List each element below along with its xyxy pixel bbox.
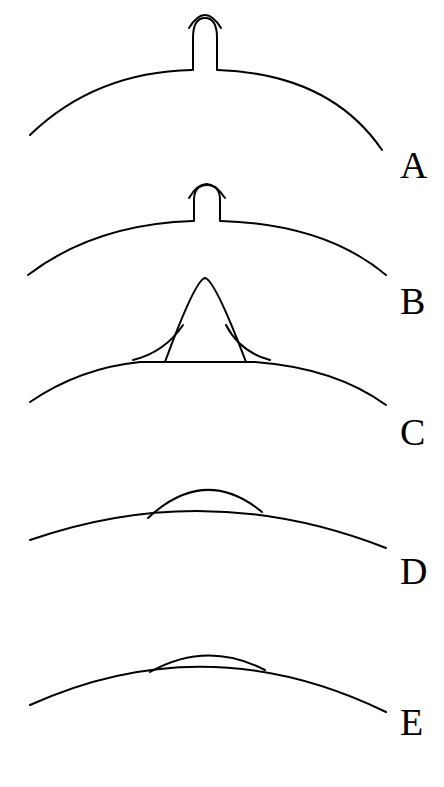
stage-letter: A (400, 146, 427, 184)
stage-letter: D (400, 552, 427, 590)
stage-letter: C (400, 413, 425, 451)
stage-a-figure (30, 15, 382, 150)
stage-e-figure (30, 655, 386, 712)
stage-d-figure (30, 490, 386, 548)
stage-letter: B (400, 282, 425, 320)
stage-c-figure (30, 278, 386, 405)
stage-letter: E (400, 703, 423, 741)
stage-b-figure (28, 184, 386, 275)
